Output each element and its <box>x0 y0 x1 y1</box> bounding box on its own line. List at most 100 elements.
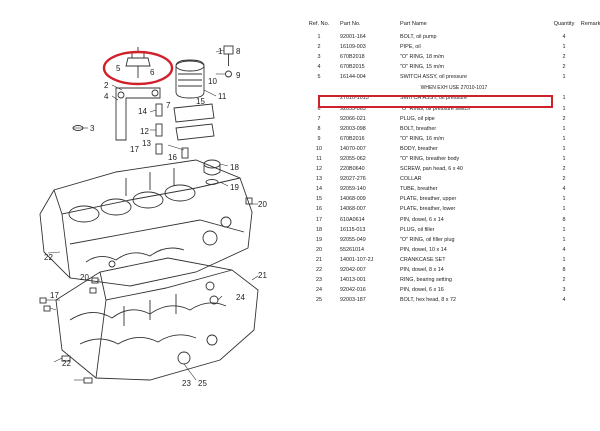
quantity-cell: 1 <box>562 155 566 162</box>
callout-19: 19 <box>230 183 239 192</box>
callout-22: 22 <box>44 253 53 262</box>
part-name-cell: CRANKCASE SET <box>400 256 446 263</box>
remarks-cell <box>580 124 600 134</box>
callout-12: 12 <box>140 127 149 136</box>
part-name-cell: RING, bearing setting <box>400 277 452 284</box>
part-name-cell: PIN, dowel, 10 x 14 <box>400 246 447 253</box>
callout-9: 9 <box>236 71 241 80</box>
part-no-cell: 670B2018 <box>340 54 365 61</box>
quantity-cell: 4 <box>562 186 566 193</box>
part-no-cell: 16144-004 <box>340 74 366 81</box>
header-part-no: Part No. <box>340 21 361 27</box>
ref-no-cell: 5 <box>317 74 321 81</box>
callout-16: 16 <box>168 153 177 162</box>
remarks-cell <box>580 33 600 43</box>
remarks-cell <box>580 145 600 155</box>
quantity-cell: 4 <box>562 33 566 40</box>
part-name-cell: SCREW, pan head, 6 x 40 <box>400 166 463 173</box>
remarks-cell <box>580 73 600 83</box>
remarks-cell <box>580 286 600 296</box>
remarks-cell <box>580 195 600 205</box>
part-no-cell: 92001-164 <box>340 33 366 40</box>
remarks-cell <box>580 235 600 245</box>
highlight-circle <box>102 50 174 86</box>
part-no-cell: 14070-007 <box>340 145 366 152</box>
quantity-cell: 2 <box>562 64 566 71</box>
ref-no-cell: 3 <box>317 54 321 61</box>
ref-no-cell: 16 <box>316 206 322 213</box>
crankcase-exploded-diagram: 1 2 3 4 5 6 7 8 9 10 11 12 13 14 15 16 1… <box>39 45 267 388</box>
callout-23: 23 <box>182 379 191 388</box>
part-name-cell: "O" RING, 16 m/m <box>400 135 444 142</box>
parts-table: Ref. No. Part No. Part Name Quantity Rem… <box>304 21 600 306</box>
part-name-cell: BOLT, hex head, 8 x 72 <box>400 297 456 304</box>
quantity-cell: 8 <box>562 267 566 273</box>
remarks-cell <box>580 104 600 114</box>
ref-no-cell: 1 <box>317 33 321 40</box>
part-no-cell: 92003-187 <box>340 297 366 304</box>
part-name-cell: PLATE, breather, lower <box>400 206 456 213</box>
ref-no-cell: 25 <box>316 297 322 304</box>
part-no-cell: 92042-007 <box>340 267 366 273</box>
part-name-cell: PIN, dowel, 6 x 14 <box>400 216 444 223</box>
quantity-cell: 1 <box>562 145 566 152</box>
remarks-cell <box>580 53 600 63</box>
header-remarks: Remarks <box>580 21 600 27</box>
part-name-cell: "O" RING, 18 m/m <box>400 54 444 61</box>
ref-no-cell: 20 <box>316 246 322 253</box>
callout-1: 1 <box>218 47 223 56</box>
upper-crankcase <box>39 159 253 287</box>
leader-lines <box>46 49 259 381</box>
part-name-cell: BOLT, oil pump <box>400 33 437 40</box>
oil-filler-plug-part <box>203 159 221 185</box>
ref-no-cell: 23 <box>316 277 322 284</box>
note-text: WHEN EXH USE 27010-1017 <box>420 85 488 92</box>
quantity-cell: 2 <box>562 176 566 183</box>
quantity-cell: 1 <box>562 236 566 243</box>
part-no-cell: 14068-007 <box>340 206 366 213</box>
part-no-cell: 670B2016 <box>340 135 365 142</box>
part-no-cell: 14001-107-2J <box>340 256 374 263</box>
part-name-cell: PLUG, oil filler <box>400 226 435 233</box>
callout-18: 18 <box>230 163 239 172</box>
part-no-cell: 16115-013 <box>340 226 366 233</box>
quantity-cell: 8 <box>562 216 566 223</box>
breather-plates-part <box>173 103 215 141</box>
part-name-cell: BODY, breather <box>400 145 438 152</box>
callout-17-left: 17 <box>50 291 59 300</box>
remarks-cell <box>580 215 600 225</box>
parts-list: Ref. No. Part No. Part Name Quantity Rem… <box>304 21 600 306</box>
part-no-cell: 14013-001 <box>340 277 366 284</box>
callout-7: 7 <box>166 101 171 110</box>
quantity-cell: 1 <box>562 206 566 213</box>
part-name-cell: "O" RING, 15 m/m <box>400 64 444 71</box>
remarks-cell <box>580 245 600 255</box>
ref-no-cell: 14 <box>316 186 322 193</box>
dowel-pins-part <box>39 197 253 384</box>
quantity-cell: 3 <box>562 287 566 294</box>
ref-no-cell: 18 <box>316 226 322 233</box>
quantity-cell: 2 <box>562 115 566 122</box>
ref-no-cell: 2 <box>317 44 321 51</box>
remarks-cell <box>580 185 600 195</box>
quantity-cell: 1 <box>562 196 566 203</box>
ref-no-cell: 10 <box>316 145 322 152</box>
remarks-cell <box>580 165 600 175</box>
part-no-cell: 670B2015 <box>340 64 365 71</box>
